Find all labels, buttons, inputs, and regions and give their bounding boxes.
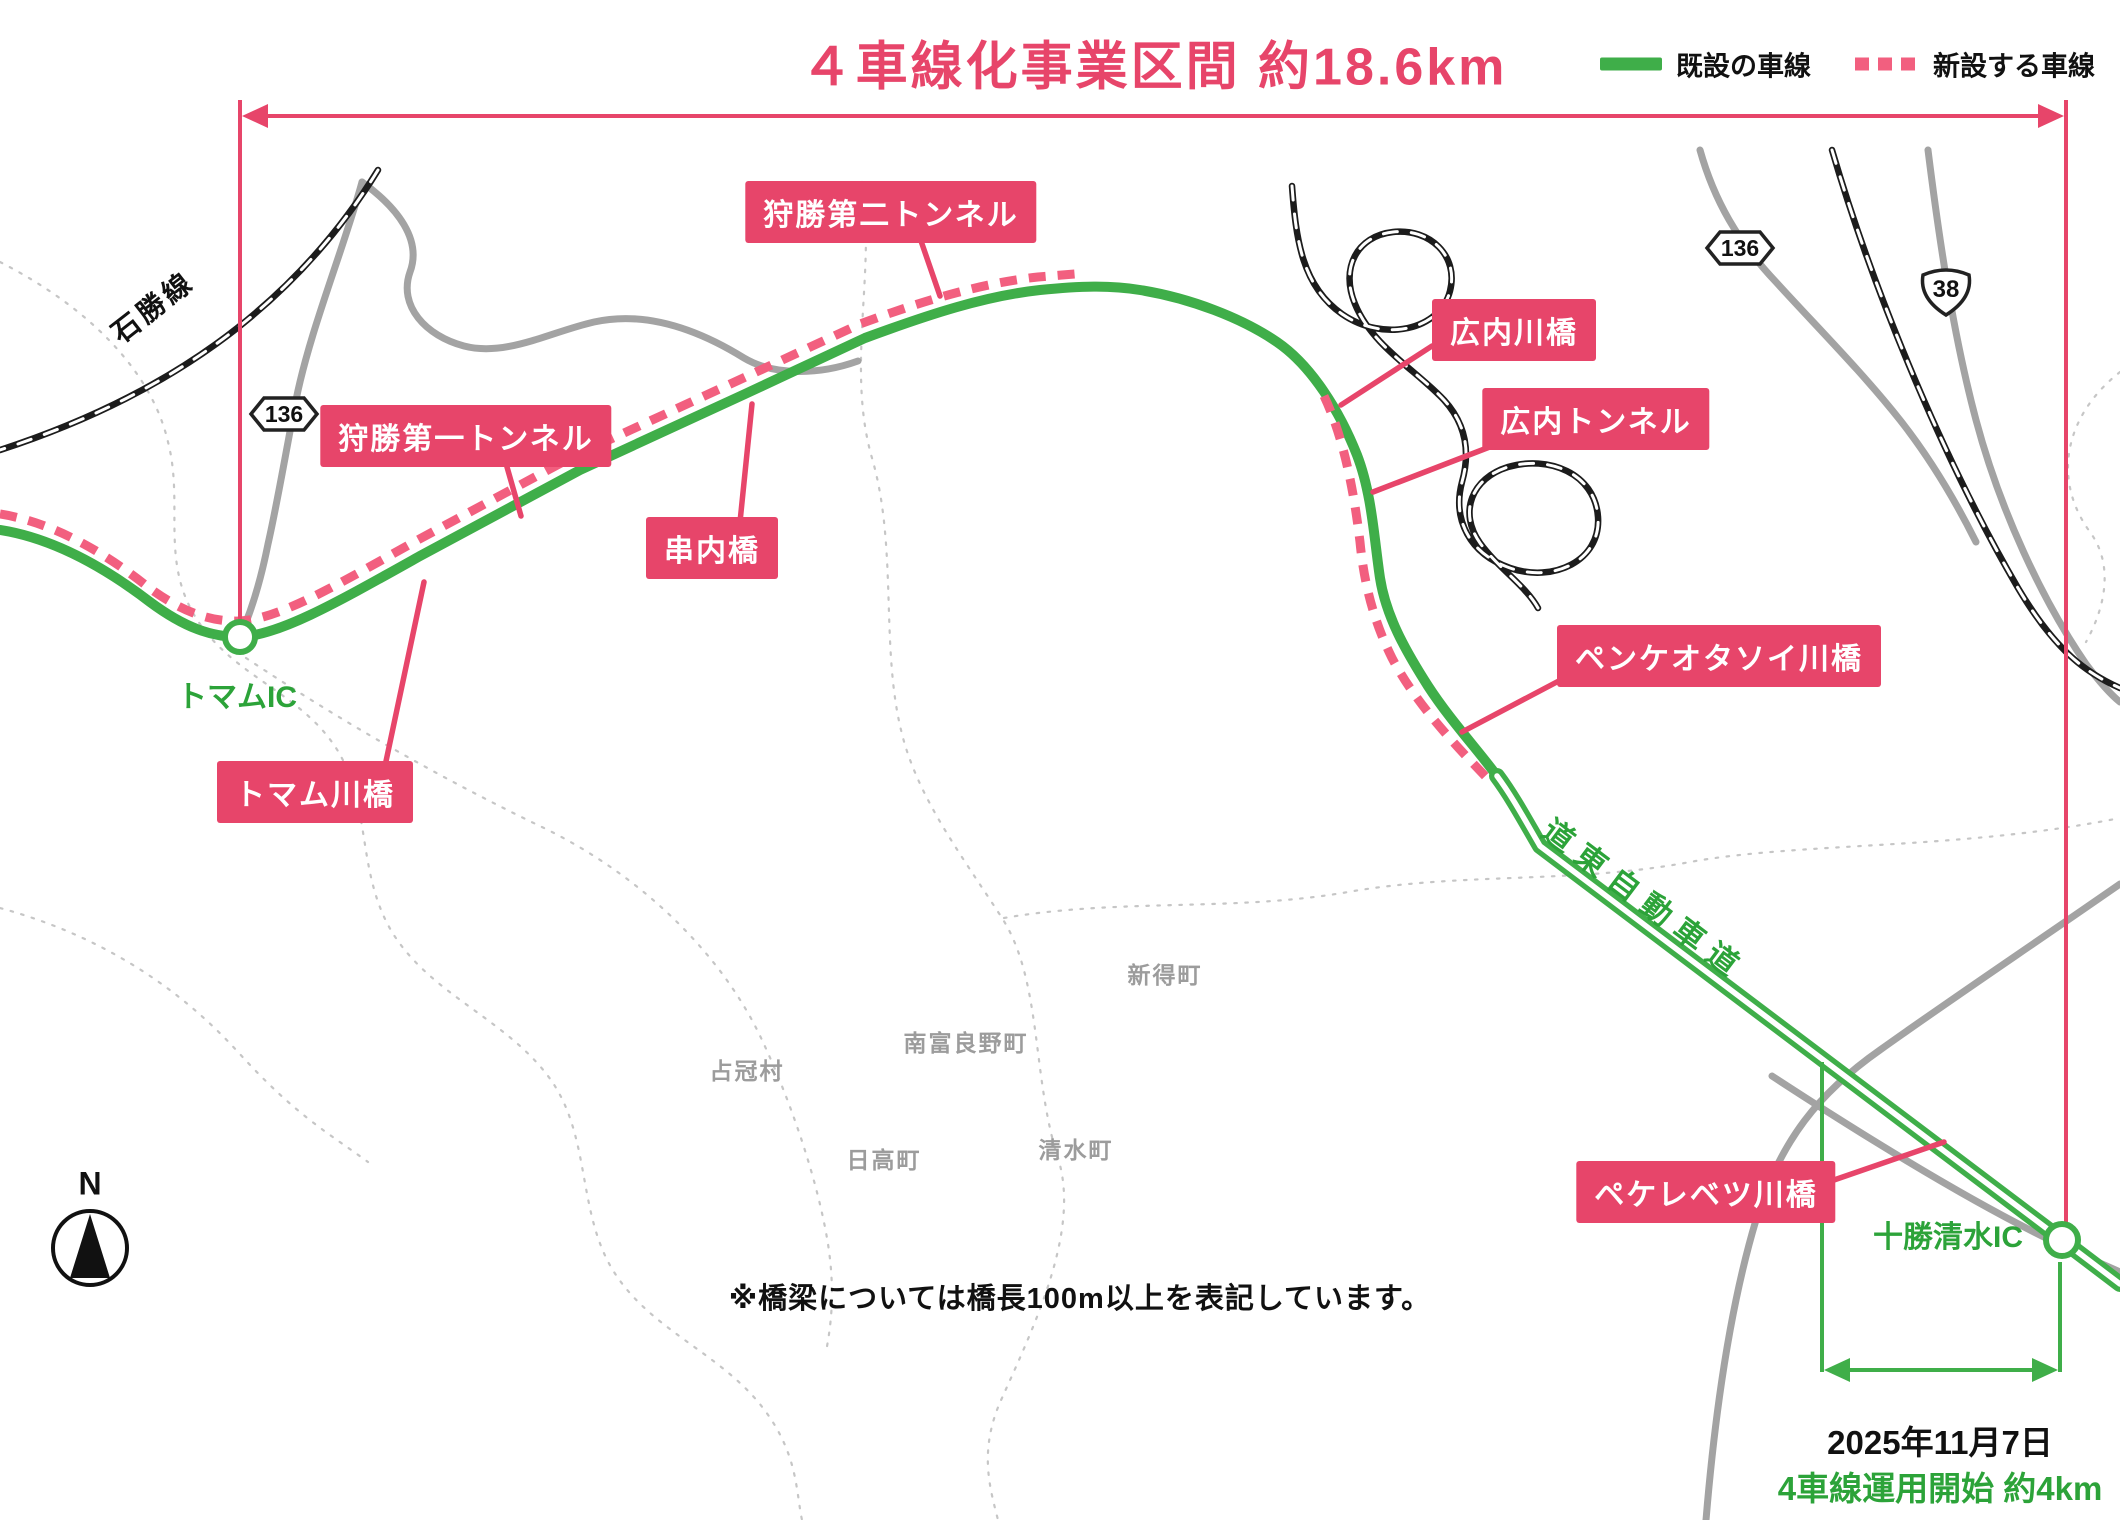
callout-leader-hironai-tunnel (1370, 440, 1503, 495)
project-extent-arrowhead-right (2038, 104, 2064, 128)
callout-tomamu-river-bridge: トマム川橋 (217, 761, 413, 823)
legend-new-lane-label: 新設する車線 (1933, 51, 2095, 82)
legend-new-lane-swatch (1855, 57, 1919, 71)
bridge-note: ※橋梁については橋長100m以上を表記しています。 (728, 1283, 1432, 1315)
callout-karikachi-tunnel-2: 狩勝第二トンネル (745, 181, 1037, 243)
svg-text:136: 136 (1721, 235, 1759, 261)
boundary-dotted-2 (859, 180, 1066, 1520)
page-title: ４車線化事業区間 約18.6km (800, 38, 1508, 97)
road-local-tomamu (237, 178, 366, 638)
town-label-shintoku: 新得町 (1127, 962, 1203, 988)
project-extent-arrowhead-left (242, 104, 268, 128)
railway-loop-section-dash (1290, 184, 1600, 610)
boundary-dotted-3 (2066, 370, 2120, 644)
road-route38 (1924, 146, 2120, 706)
road-local-mountain (358, 178, 862, 375)
boundary-dotted-5 (244, 656, 834, 1354)
route-badge-136-east: 136 (1704, 230, 1776, 266)
callout-leader-penkeotasoi (1459, 671, 1575, 735)
callout-leader-hironai-bridge (1338, 343, 1435, 408)
callout-leader-kushinai (737, 401, 755, 525)
svg-text:38: 38 (1933, 276, 1960, 303)
opening-date: 2025年11月7日 (1827, 1424, 2053, 1461)
callout-hironai-river-bridge: 広内川橋 (1432, 299, 1596, 361)
town-label-minamifurano: 南富良野町 (903, 1030, 1029, 1056)
opening-section-arrowhead-right (2032, 1358, 2058, 1382)
opening-description: 4車線運用開始 約4km (1777, 1470, 2103, 1507)
legend-existing-lane-label: 既設の車線 (1676, 51, 1811, 82)
route-badge-136-west: 136 (248, 396, 320, 432)
expressway-four-lane-core (1494, 773, 2120, 1287)
boundary-dotted-6 (0, 906, 370, 1164)
tomamu-ic-label: トマムIC (177, 681, 297, 714)
north-arrow-icon (51, 1209, 129, 1287)
callout-penkeotasoi-river-bridge: ペンケオタソイ川橋 (1557, 625, 1881, 687)
tokachi-shimizu-ic-circle (2043, 1221, 2081, 1259)
expressway-new-lanes-dash-west (0, 268, 1087, 626)
road-local-southeast (1702, 880, 2120, 1520)
tomamu-ic-circle (222, 619, 258, 655)
callout-kushinai-bridge: 串内橋 (646, 517, 778, 579)
road-local-northeast (1696, 146, 1980, 546)
tokachi-shimizu-ic-label: 十勝清水IC (1873, 1221, 2023, 1254)
route-badge-38: 38 (1920, 268, 1972, 318)
boundary-dotted-4 (1002, 816, 2120, 920)
callout-leader-pekerebetsu (1831, 1139, 1947, 1183)
svg-text:136: 136 (265, 401, 303, 427)
town-label-hidaka: 日高町 (846, 1147, 922, 1173)
callout-leader-karikachi1 (502, 457, 524, 519)
legend-existing-lane-swatch (1600, 57, 1662, 71)
town-label-shimizu: 清水町 (1038, 1137, 1114, 1163)
railway-east-line-dash (1830, 148, 2120, 690)
railway-sekisho-line-dash (0, 168, 380, 452)
legend: 既設の車線 新設する車線 (1600, 45, 2095, 84)
callout-leader-tomamu-bridge (382, 579, 427, 769)
expressway-new-lanes-dash-east (1319, 394, 1491, 782)
callout-karikachi-tunnel-1: 狩勝第一トンネル (320, 405, 612, 467)
compass-north-label: N (78, 1165, 102, 1202)
town-label-shimukappu: 占冠村 (709, 1058, 785, 1084)
callout-pekerebetsu-river-bridge: ペケレベツ川橋 (1576, 1161, 1836, 1223)
callout-hironai-tunnel: 広内トンネル (1482, 388, 1710, 450)
callout-leader-karikachi2 (917, 235, 943, 299)
opening-section-arrowhead-left (1824, 1358, 1850, 1382)
